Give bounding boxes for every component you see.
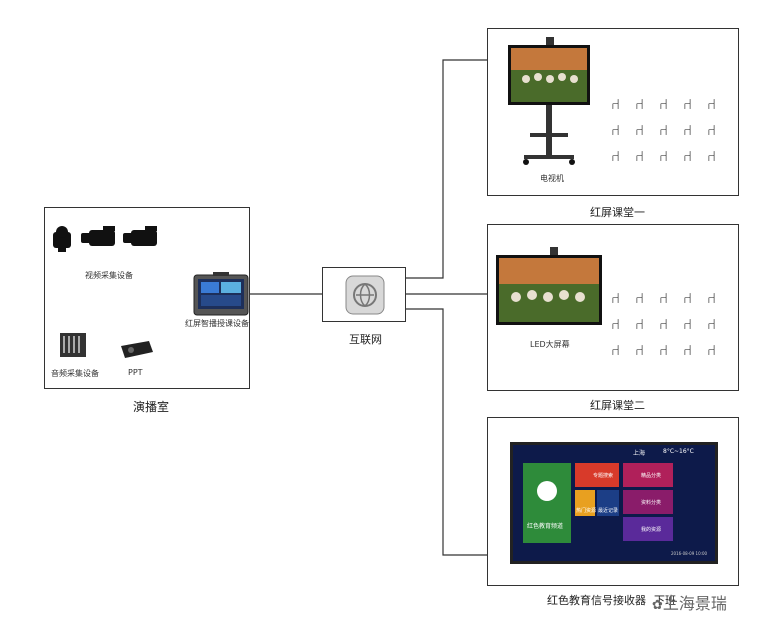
chair-icon: ⑁ [635, 147, 645, 165]
chair-icon: ⑁ [707, 315, 717, 333]
chair-icon: ⑁ [683, 341, 693, 359]
tile-hot: 热门资源 [575, 490, 596, 516]
chair-icon: ⑁ [659, 95, 669, 113]
chair-icon: ⑁ [707, 95, 717, 113]
classroom2-box: LED大屏幕 ⑁ ⑁ ⑁ ⑁ ⑁ ⑁ ⑁ ⑁ ⑁ ⑁ ⑁ ⑁ ⑁ ⑁ ⑁ [487, 224, 739, 391]
receiver-box: 上海 8°C~16°C 红色教育频道 专题搜索 热门资源 最近记录 精品分类 资… [487, 417, 739, 586]
studio-title: 演播室 [133, 400, 170, 414]
chair-icon: ⑁ [707, 289, 717, 307]
chair-icon: ⑁ [683, 315, 693, 333]
network-device-icon [345, 275, 385, 315]
chair-icon: ⑁ [611, 147, 621, 165]
tile-search: 专题搜索 [575, 463, 619, 487]
internet-to-classroom1-line [405, 59, 487, 279]
weather-label: 8°C~16°C [663, 448, 694, 455]
wechat-icon: ✿ [652, 598, 663, 613]
receiver-title-suffix: 下班 [654, 594, 676, 607]
timestamp-label: 2016-08-09 10:00 [671, 551, 708, 556]
ppt-label: PPT [128, 368, 143, 377]
chair-icon: ⑁ [683, 289, 693, 307]
chair-icon: ⑁ [683, 121, 693, 139]
main-tile-label: 红色教育频道 [527, 523, 564, 530]
led-screen-icon [496, 247, 602, 325]
chair-icon: ⑁ [635, 121, 645, 139]
chair-icon: ⑁ [611, 121, 621, 139]
channel-logo-icon [537, 481, 557, 501]
main-channel-tile: 红色教育频道 [523, 463, 571, 543]
tv-stand-icon [508, 37, 590, 165]
internet-to-receiver-line [405, 308, 487, 556]
chair-icon: ⑁ [659, 147, 669, 165]
watermark: ✿上海景瑞 [652, 590, 727, 614]
chair-icon: ⑁ [635, 341, 645, 359]
receiver-title: 红色教育信号接收器下班 [547, 592, 676, 608]
city-label: 上海 [633, 450, 646, 457]
chair-icon: ⑁ [707, 341, 717, 359]
chair-icon: ⑁ [659, 289, 669, 307]
audio-capture-label: 音频采集设备 [51, 369, 99, 378]
tile-recent: 最近记录 [597, 490, 619, 516]
chair-icon: ⑁ [659, 341, 669, 359]
chair-icon: ⑁ [659, 315, 669, 333]
chair-icon: ⑁ [635, 95, 645, 113]
video-capture-label: 视频采集设备 [85, 271, 133, 280]
tile-category: 精品分类 [623, 463, 673, 487]
chair-icon: ⑁ [707, 147, 717, 165]
chair-icon: ⑁ [635, 289, 645, 307]
internet-box [322, 267, 406, 322]
chair-icon: ⑁ [611, 289, 621, 307]
tv-label: 电视机 [540, 174, 564, 183]
chair-icon: ⑁ [635, 315, 645, 333]
chair-icon: ⑁ [707, 121, 717, 139]
classroom1-title: 红屏课堂一 [590, 206, 645, 219]
tile-data: 资料分类 [623, 490, 673, 514]
recorder-label: 红屏智播授课设备 [185, 319, 249, 328]
camera-icon [53, 226, 157, 252]
audio-mixer-icon [60, 333, 86, 357]
classroom1-box: 电视机 ⑁ ⑁ ⑁ ⑁ ⑁ ⑁ ⑁ ⑁ ⑁ ⑁ ⑁ ⑁ ⑁ ⑁ ⑁ [487, 28, 739, 196]
chair-icon: ⑁ [683, 147, 693, 165]
classroom2-title: 红屏课堂二 [590, 399, 645, 412]
chair-icon: ⑁ [611, 315, 621, 333]
studio-box: 视频采集设备 红屏智播授课设备 音频采集设备 PPT [44, 207, 250, 389]
chair-icon: ⑁ [611, 95, 621, 113]
tile-mine: 我的资源 [623, 517, 673, 541]
receiver-screen: 上海 8°C~16°C 红色教育频道 专题搜索 热门资源 最近记录 精品分类 资… [510, 442, 718, 564]
internet-label: 互联网 [349, 333, 382, 346]
recorder-device-icon [193, 272, 249, 316]
chair-icon: ⑁ [683, 95, 693, 113]
watermark-text: 上海景瑞 [662, 594, 727, 613]
receiver-title-text: 红色教育信号接收器 [547, 594, 646, 607]
led-label: LED大屏幕 [530, 340, 570, 349]
chair-icon: ⑁ [611, 341, 621, 359]
projector-icon [121, 341, 153, 358]
chair-icon: ⑁ [659, 121, 669, 139]
